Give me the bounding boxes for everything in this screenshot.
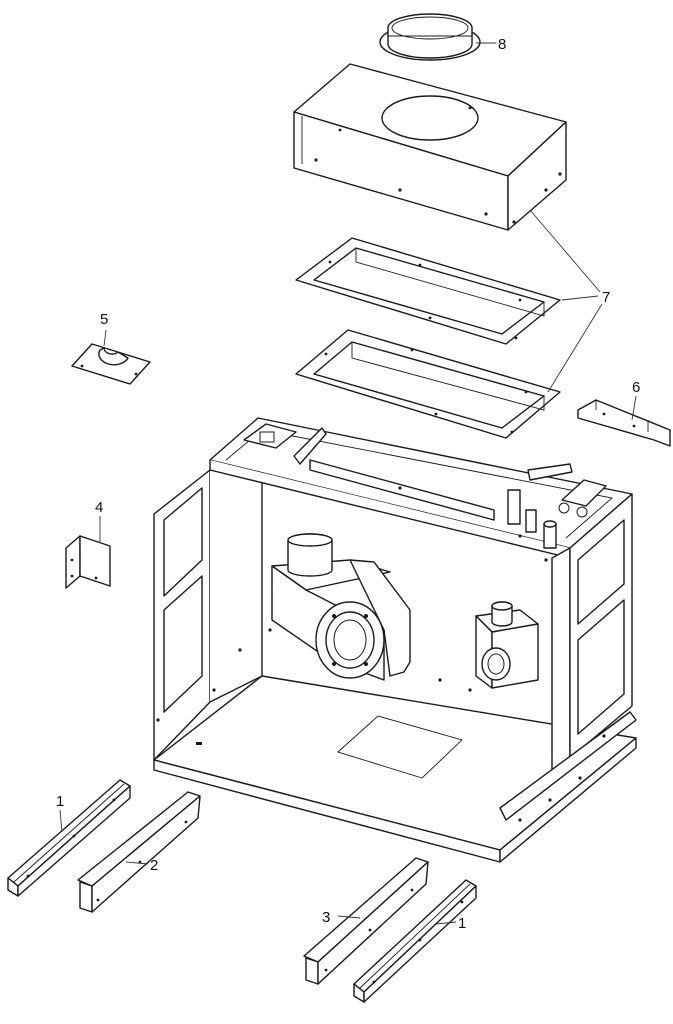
callout-4: 4 [95, 499, 103, 542]
callout-4-label: 4 [95, 499, 103, 516]
part-7-box-housing [293, 63, 567, 231]
callout-8: 8 [476, 36, 506, 53]
callout-1-right: 1 [435, 915, 466, 932]
part-2-angle-rail [77, 791, 201, 913]
callout-6-label: 6 [632, 379, 640, 396]
callout-1-left-label: 1 [56, 793, 64, 810]
part-7-lower-frame [295, 329, 561, 439]
callout-2-label: 2 [150, 857, 158, 874]
callout-8-label: 8 [498, 36, 506, 53]
part-3-angle-rail [303, 857, 429, 985]
callout-3: 3 [322, 909, 361, 926]
part-4-angle-bracket [65, 535, 111, 589]
callout-2: 2 [125, 857, 158, 874]
callout-7: 7 [529, 209, 610, 393]
part-6-bracket-strip [577, 399, 671, 447]
callout-6: 6 [631, 379, 640, 421]
callout-7-label: 7 [602, 289, 610, 306]
part-1-rail-left [7, 779, 131, 897]
callout-1-left: 1 [56, 793, 64, 833]
main-chassis [153, 417, 637, 863]
part-7-upper-frame [295, 237, 561, 345]
callout-5-label: 5 [100, 311, 108, 328]
part-5-cutout-plate [71, 343, 151, 385]
callout-5: 5 [100, 311, 108, 347]
callout-3-label: 3 [322, 909, 330, 926]
callout-1-right-label: 1 [458, 915, 466, 932]
part-8-collar-ring [379, 13, 481, 61]
part-1-rail-right [353, 879, 477, 1003]
